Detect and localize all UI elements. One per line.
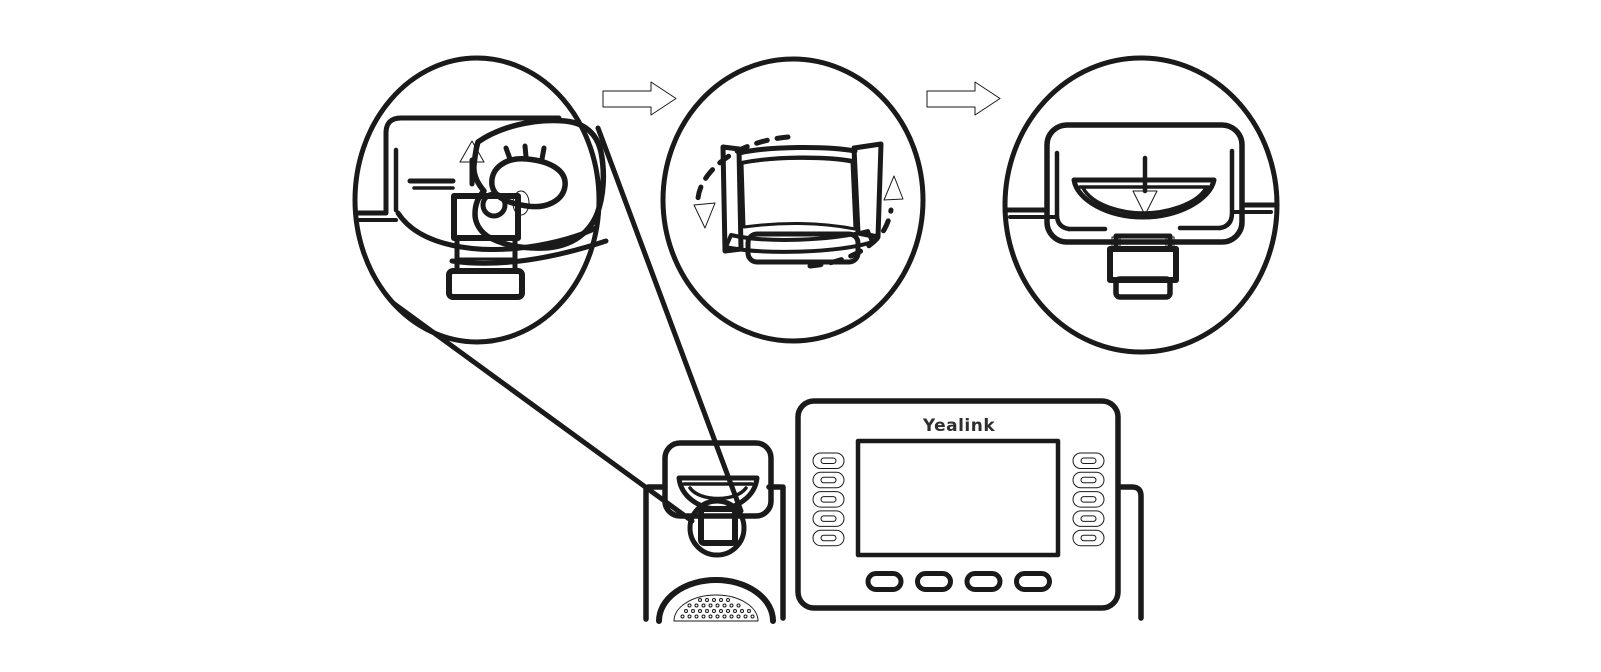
- callout-line-left: [390, 300, 695, 524]
- hook-tab-highlight-circle: [687, 498, 747, 558]
- down-arrow-icon: [1132, 155, 1158, 216]
- phone-illustration: Yealink: [643, 398, 1144, 624]
- line-key[interactable]: [812, 471, 845, 489]
- speaker-grille-dots: [680, 598, 755, 619]
- speaker-grille: [656, 577, 776, 624]
- brand-logo: Yealink: [922, 416, 996, 436]
- step-3-cradle: [1003, 122, 1278, 245]
- right-arrow-icon: [602, 81, 677, 116]
- rotate-dashed-arrows-icon: [693, 134, 904, 269]
- line-key[interactable]: [812, 529, 845, 547]
- step-2-hook-tab: [720, 141, 884, 265]
- soft-key[interactable]: [964, 571, 1003, 592]
- callout-line-right: [595, 125, 744, 514]
- line-key[interactable]: [1072, 529, 1105, 547]
- line-keys-left: [812, 452, 845, 547]
- line-key[interactable]: [812, 491, 845, 508]
- callout-lines: [390, 125, 744, 524]
- phone-screen: [855, 438, 1061, 558]
- step-3-hook-tab: [1107, 233, 1179, 300]
- stand-bracket-right: [1116, 484, 1144, 621]
- hand-pulling-tab: [471, 117, 607, 251]
- line-key[interactable]: [1072, 452, 1105, 469]
- step-3-insert-tab: [1002, 55, 1280, 355]
- handset-tower: [643, 440, 776, 624]
- line-key[interactable]: [812, 510, 845, 527]
- step-1-lift-tab: [352, 55, 609, 345]
- step-2-rotate-tab: [660, 56, 926, 344]
- line-keys-right: [1072, 452, 1105, 547]
- soft-key[interactable]: [1014, 571, 1052, 592]
- step-2-circle: [660, 56, 926, 344]
- line-key[interactable]: [1072, 491, 1105, 508]
- phone-faceplate: [795, 398, 1121, 611]
- soft-keys: [865, 571, 1052, 592]
- line-key[interactable]: [1072, 510, 1105, 527]
- soft-key[interactable]: [915, 571, 953, 592]
- soft-key[interactable]: [865, 571, 904, 592]
- phone-body: Yealink: [795, 398, 1121, 611]
- handset-cradle: [662, 440, 774, 519]
- line-key[interactable]: [812, 452, 845, 469]
- right-arrow-icon: [926, 81, 1001, 116]
- line-key[interactable]: [1072, 471, 1105, 489]
